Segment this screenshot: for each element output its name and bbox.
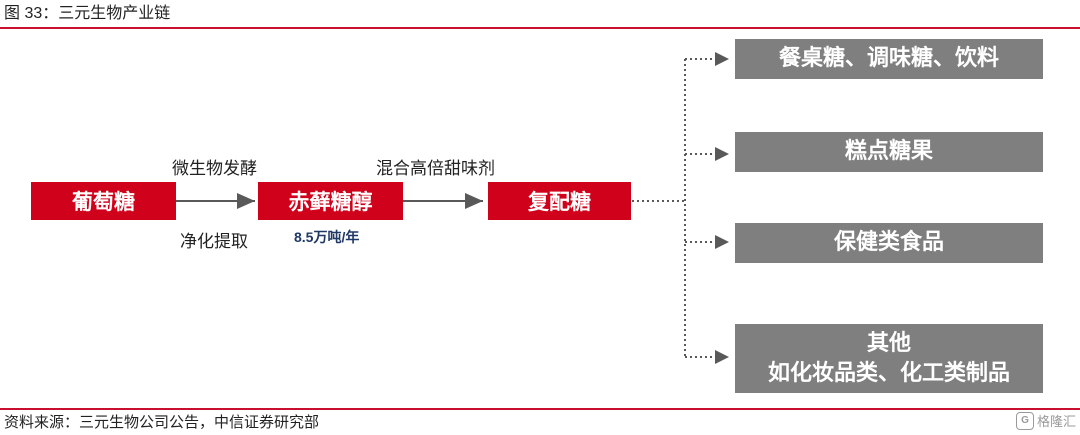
application-others: 其他 如化妆品类、化工类制品: [735, 324, 1043, 393]
figure-title: 图 33：三元生物产业链: [4, 5, 171, 22]
step1-top-label: 微生物发酵: [172, 159, 257, 178]
application-label: 其他: [866, 330, 911, 356]
source-note: 资料来源：三元生物公司公告，中信证券研究部: [4, 414, 320, 431]
compound-sugar-node: 复配糖: [488, 182, 631, 220]
watermark-text: 格隆汇: [1036, 414, 1076, 429]
application-label: 餐桌糖、调味糖、饮料: [778, 46, 999, 71]
bottom-divider: [0, 408, 1080, 410]
glucose-node: 葡萄糖: [31, 182, 176, 220]
application-tabletop-seasoning-beverage: 餐桌糖、调味糖、饮料: [735, 39, 1043, 79]
application-label: 糕点糖果: [844, 139, 933, 164]
top-divider: [0, 27, 1080, 29]
application-sublabel: 如化妆品类、化工类制品: [767, 360, 1010, 386]
application-pastry-candy: 糕点糖果: [735, 132, 1043, 172]
watermark-logo-icon: G: [1015, 411, 1034, 430]
step1-bottom-label: 净化提取: [180, 232, 248, 251]
erythritol-node: 赤藓糖醇: [258, 182, 403, 220]
application-label: 保健类食品: [833, 230, 944, 255]
capacity-label: 8.5万吨/年: [294, 229, 360, 245]
watermark: G 格隆汇: [1015, 411, 1076, 430]
application-health-food: 保健类食品: [735, 223, 1043, 263]
step2-top-label: 混合高倍甜味剂: [376, 159, 495, 178]
